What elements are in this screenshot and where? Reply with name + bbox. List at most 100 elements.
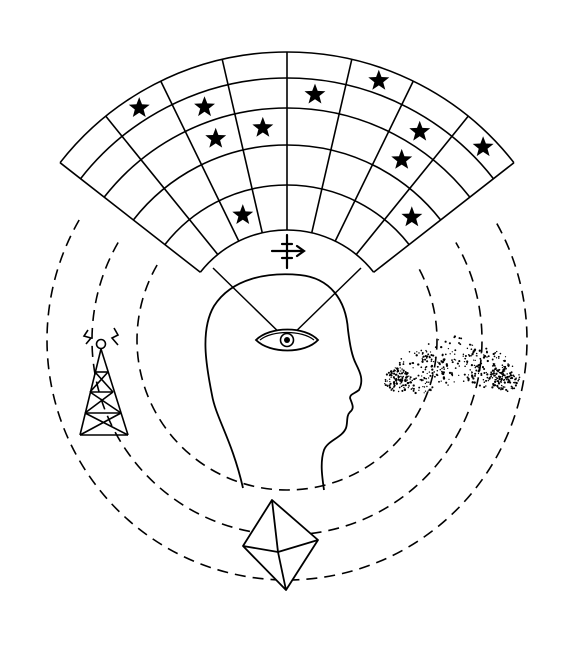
star-icon — [409, 120, 431, 141]
cloud-dot — [503, 374, 506, 377]
cloud-dot — [485, 385, 487, 387]
cloud-dot — [418, 386, 421, 389]
cloud-dot — [475, 352, 478, 355]
cloud-dot — [464, 365, 466, 368]
cloud-dot — [407, 386, 409, 389]
cloud-dot — [425, 381, 428, 383]
cloud-dot — [475, 355, 478, 357]
cloud-dot — [426, 385, 428, 388]
cloud-dot — [451, 359, 453, 361]
cloud-dot — [432, 360, 435, 363]
cloud-dot — [390, 376, 392, 378]
cloud-dot — [388, 378, 391, 380]
cloud-dot — [493, 380, 497, 384]
cloud-dot — [424, 368, 427, 371]
cloud-dot — [462, 353, 465, 356]
cloud-dot — [395, 377, 398, 380]
cloud-dot — [476, 365, 479, 368]
cloud-dot — [473, 381, 476, 384]
cloud-dot — [475, 365, 478, 368]
cloud-dot — [427, 377, 430, 379]
dashed-orbit — [136, 264, 438, 491]
cloud-dot — [503, 378, 506, 381]
cloud-dot — [480, 373, 483, 377]
cloud-dot — [454, 349, 457, 352]
cloud-dot — [471, 344, 474, 346]
cloud-dot — [503, 370, 506, 372]
cloud-dot — [399, 383, 401, 385]
cloud-dot — [426, 372, 428, 375]
cloud-dot — [510, 371, 513, 374]
cloud-dot — [483, 354, 485, 356]
cloud-dot — [451, 374, 454, 377]
cloud-dot — [396, 367, 399, 370]
cloud-dot — [480, 362, 483, 365]
cloud-dot — [482, 365, 484, 368]
cloud-dot — [492, 382, 495, 386]
cloud-dot — [398, 361, 401, 364]
cloud-dot — [412, 389, 415, 392]
cloud-dot — [402, 371, 404, 374]
cloud-dot — [412, 367, 414, 369]
cloud-dot — [441, 367, 443, 370]
cloud-dot — [470, 355, 473, 357]
grid-spoke — [373, 162, 515, 273]
cloud-dot — [425, 351, 428, 353]
cloud-dot — [491, 377, 494, 379]
cloud-dot — [411, 362, 414, 364]
cloud-dot — [424, 358, 427, 361]
grid-spoke — [310, 59, 353, 233]
cloud-dot — [402, 384, 405, 387]
cloud-dot — [393, 372, 396, 375]
star-icon — [252, 116, 274, 137]
cloud-dot — [405, 373, 408, 376]
cloud-dot — [471, 381, 474, 384]
cloud-dot — [438, 380, 440, 383]
grid-arc — [199, 229, 375, 273]
cloud-dot — [494, 365, 496, 367]
cloud-dot — [462, 355, 464, 357]
cloud-dot — [430, 358, 433, 361]
cloud-dot — [400, 358, 403, 360]
cloud-dot — [384, 380, 387, 383]
cloud-dot — [434, 356, 437, 359]
cloud-dot — [486, 376, 489, 379]
cloud-dot — [393, 386, 396, 388]
cloud-dot — [474, 372, 477, 375]
cloud-dot — [392, 389, 395, 392]
sky-grid-fan — [59, 51, 515, 273]
cloud-dot — [510, 377, 513, 379]
cloud-dot — [479, 357, 482, 360]
cloud-dot — [388, 386, 392, 389]
cloud-dot — [486, 359, 489, 363]
cloud-dot — [434, 346, 437, 349]
cloud-dot — [496, 377, 499, 380]
cloud-dot — [513, 387, 516, 390]
cloud-dot — [491, 386, 494, 389]
cloud-dot — [490, 375, 492, 378]
cloud-dot — [426, 360, 429, 363]
cloud-dot — [428, 371, 431, 373]
cloud-dot — [447, 367, 449, 370]
cloud-dot — [400, 372, 403, 375]
cloud-dot — [496, 384, 499, 387]
cloud-dot — [475, 369, 478, 372]
cloud-dot — [458, 374, 460, 377]
cloud-dot — [506, 373, 508, 375]
cloud-dot — [433, 371, 436, 373]
cloud-dot — [514, 378, 516, 381]
cloud-dot — [451, 361, 454, 364]
cloud-dot — [486, 356, 488, 358]
cloud-dot — [485, 350, 488, 353]
cloud-dot — [508, 364, 510, 366]
cloud-dot — [395, 381, 398, 383]
cloud-dot — [497, 381, 500, 383]
cloud-dot — [518, 374, 520, 376]
cloud-dot — [425, 357, 428, 359]
cloud-dot — [498, 357, 500, 359]
cloud-dot — [453, 353, 456, 355]
cloud-dot — [420, 349, 423, 352]
cloud-dot — [500, 384, 503, 387]
cloud-dot — [397, 378, 400, 381]
